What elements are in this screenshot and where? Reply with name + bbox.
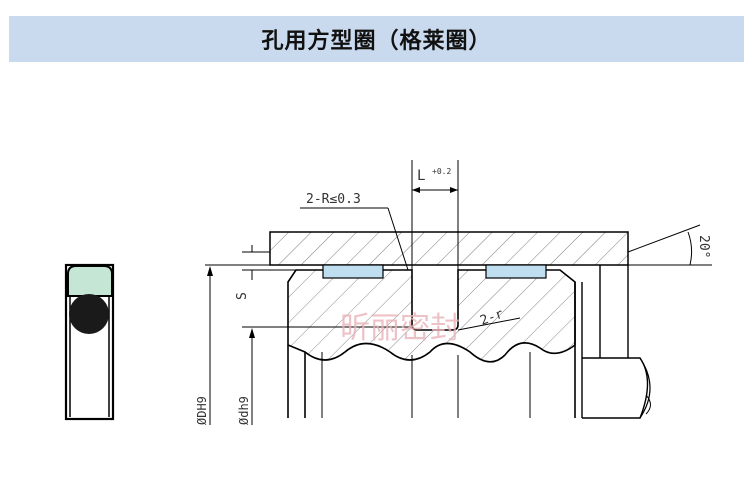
l-tolerance-label: +0.2 <box>432 167 451 176</box>
piston-body <box>287 269 576 363</box>
slide-ring-right <box>485 264 547 279</box>
l-dimension-label: L <box>417 168 425 184</box>
cylinder-bore <box>269 231 629 266</box>
s-dimension-label: S <box>235 292 250 300</box>
bore-diameter-label: ØDH9 <box>195 396 209 425</box>
groove-diameter-label: Ødh9 <box>237 396 251 425</box>
page-title: 孔用方型圈（格莱圈） <box>261 29 492 54</box>
seal-cross-section <box>64 263 115 421</box>
watermark: 昕丽密封 <box>340 311 460 346</box>
assembly-drawing: ØDH9 Ødh9 S L +0.2 2-R≤0.3 20° 2-r 昕 <box>195 160 712 425</box>
angle-label: 20° <box>696 235 711 258</box>
slide-ring-left <box>322 264 384 279</box>
o-ring-section <box>69 294 109 334</box>
slide-ring-section <box>67 265 113 297</box>
radius-label: 2-R≤0.3 <box>306 192 361 207</box>
piston-rod <box>582 357 649 419</box>
title-bar: 孔用方型圈（格莱圈） <box>9 16 744 62</box>
